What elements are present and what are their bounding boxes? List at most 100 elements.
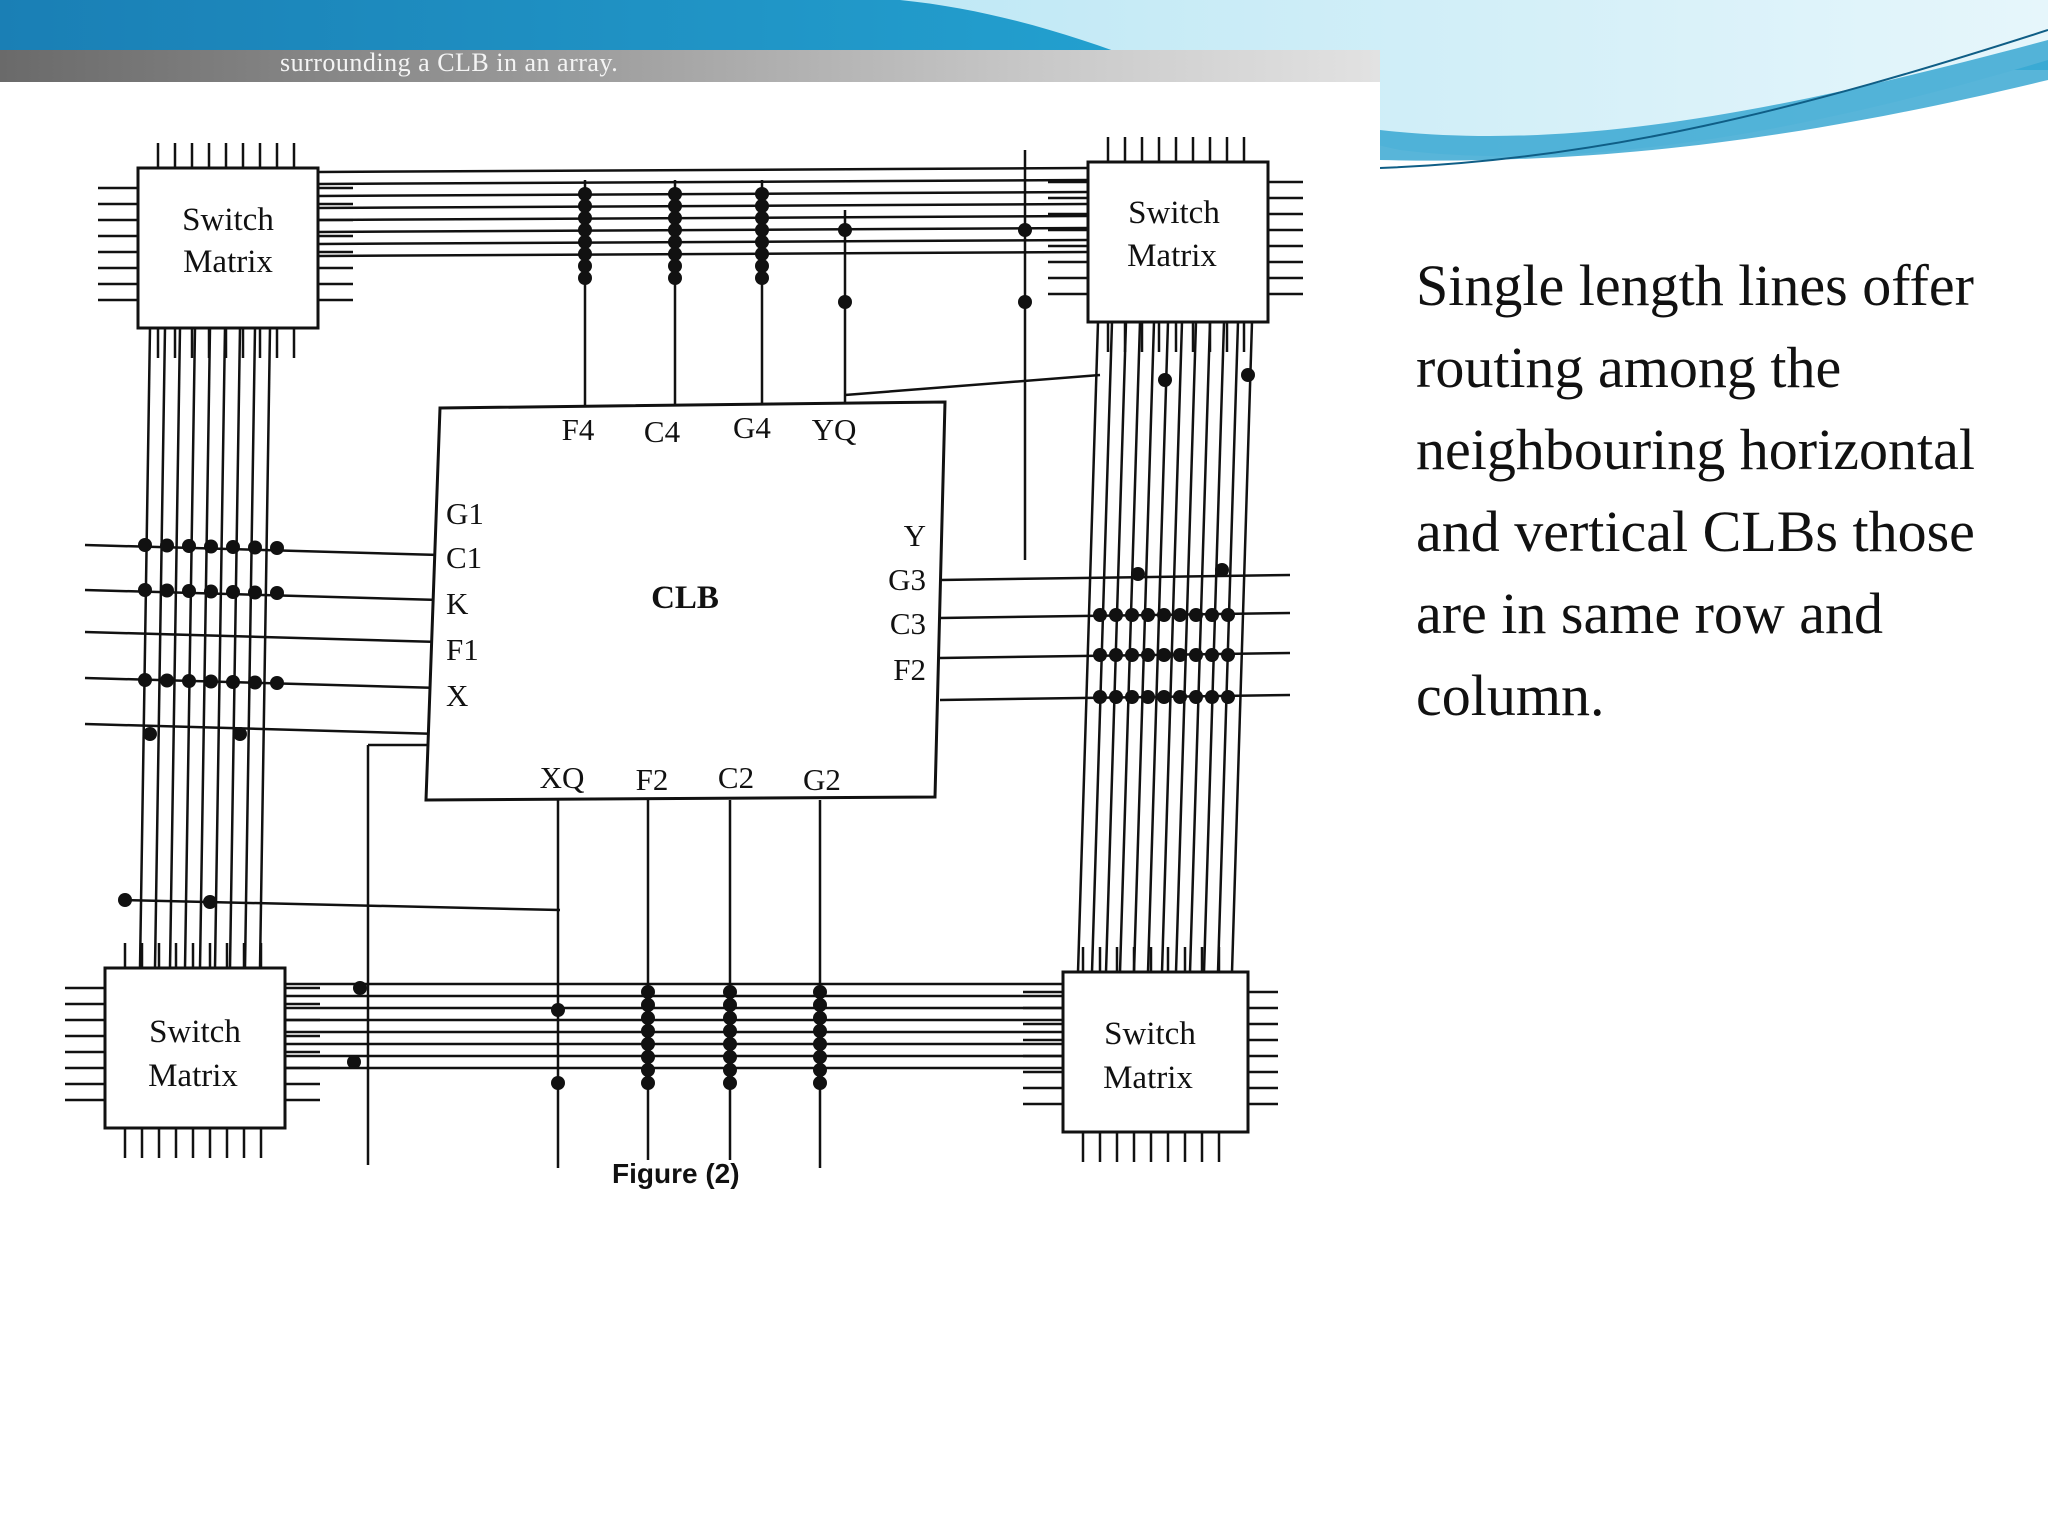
programmable-interconnect-point <box>1189 608 1203 622</box>
vertical-single-line <box>1146 321 1170 973</box>
pin-label: F2 <box>893 652 926 687</box>
programmable-interconnect-point <box>1173 690 1187 704</box>
programmable-interconnect-point <box>578 247 592 261</box>
programmable-interconnect-point <box>1173 648 1187 662</box>
routing-figure: surrounding a CLB in an array. Switch Ma… <box>0 48 1380 1230</box>
programmable-interconnect-point <box>1109 608 1123 622</box>
vertical-single-line <box>1230 321 1254 973</box>
programmable-interconnect-point <box>1158 373 1172 387</box>
programmable-interconnect-point <box>641 1063 655 1077</box>
programmable-interconnect-point <box>578 235 592 249</box>
programmable-interconnect-point <box>248 540 262 555</box>
switch-matrix-label: Switch <box>1104 1016 1196 1052</box>
horizontal-single-line <box>317 202 1089 210</box>
programmable-interconnect-point <box>270 586 284 600</box>
programmable-interconnect-point <box>1221 608 1235 622</box>
programmable-interconnect-point <box>755 187 769 201</box>
clb-pin-line <box>84 722 441 736</box>
switch-matrix-label: Switch <box>1128 195 1220 231</box>
programmable-interconnect-point <box>755 235 769 249</box>
programmable-interconnect-point <box>1205 608 1219 622</box>
switch-matrix-label: Matrix <box>183 244 273 280</box>
programmable-interconnect-point <box>723 1024 737 1038</box>
vertical-single-line <box>1160 321 1184 973</box>
clb-pins-right: Y G3 C3 F2 <box>888 518 926 687</box>
programmable-interconnect-point <box>1109 690 1123 704</box>
pin-label: X <box>446 678 468 713</box>
programmable-interconnect-point <box>1189 648 1203 662</box>
programmable-interconnect-point <box>138 583 152 597</box>
programmable-interconnect-point <box>813 1024 827 1038</box>
programmable-interconnect-point <box>182 674 196 688</box>
programmable-interconnect-point <box>578 211 592 225</box>
pin-label: F4 <box>562 412 595 447</box>
programmable-interconnect-point <box>138 673 152 687</box>
pin-label: C2 <box>718 760 754 795</box>
switch-matrix-label: Switch <box>182 202 274 238</box>
programmable-interconnect-point <box>1093 608 1107 622</box>
long-line <box>844 373 1101 397</box>
pin-label: F1 <box>446 632 479 667</box>
long-line <box>119 898 561 912</box>
vertical-single-line <box>1202 321 1226 973</box>
programmable-interconnect-point <box>668 223 682 237</box>
switch-matrix-label: Matrix <box>1103 1060 1193 1096</box>
switch-matrix-label: Matrix <box>1127 238 1217 274</box>
vertical-single-line <box>213 327 227 969</box>
switch-matrix-label: Matrix <box>148 1058 238 1094</box>
vertical-single-line <box>138 327 152 969</box>
programmable-interconnect-point <box>1125 648 1139 662</box>
programmable-interconnect-point <box>813 985 827 999</box>
vertical-single-line <box>1090 321 1114 973</box>
programmable-interconnect-point <box>270 541 284 555</box>
pin-label: C4 <box>644 414 681 449</box>
programmable-interconnect-point <box>1157 690 1171 704</box>
clb-pins-top: F4 C4 G4 YQ <box>562 410 857 449</box>
programmable-interconnect-point <box>1157 608 1171 622</box>
switch-matrix-label: Switch <box>149 1014 241 1050</box>
clb-pins-bottom: XQ F2 C2 G2 <box>540 760 841 797</box>
figure-label: Figure (2) <box>612 1158 740 1189</box>
programmable-interconnect-point <box>723 1037 737 1051</box>
clb-pin-line <box>84 630 441 644</box>
programmable-interconnect-point <box>813 998 827 1012</box>
programmable-interconnect-point <box>723 998 737 1012</box>
programmable-interconnect-point <box>551 1076 565 1090</box>
programmable-interconnect-point <box>1241 368 1255 382</box>
programmable-interconnect-point <box>668 235 682 249</box>
switch-matrix-bottom-right: Switch Matrix <box>1061 970 1250 1134</box>
routing-diagram: Switch Matrix Switch Matrix Switch Matri… <box>65 137 1303 1168</box>
vertical-single-line <box>1216 321 1240 973</box>
header-banner <box>0 0 2048 169</box>
programmable-interconnect-point <box>578 259 592 273</box>
programmable-interconnect-point <box>668 199 682 213</box>
programmable-interconnect-point <box>204 539 218 554</box>
programmable-interconnect-point <box>723 1011 737 1025</box>
programmable-interconnect-point <box>248 585 262 600</box>
programmable-interconnect-point <box>578 271 592 285</box>
horizontal-single-line <box>317 250 1089 258</box>
programmable-interconnect-point <box>1221 690 1235 704</box>
programmable-interconnect-point <box>1093 648 1107 662</box>
vertical-single-line <box>1188 321 1212 973</box>
programmable-interconnect-point <box>226 585 240 599</box>
programmable-interconnect-point <box>813 1050 827 1064</box>
caption-strip: surrounding a CLB in an array. <box>0 48 1380 82</box>
programmable-interconnect-point <box>755 247 769 261</box>
pin-label: K <box>446 586 469 621</box>
programmable-interconnect-point <box>723 1076 737 1090</box>
horizontal-single-line <box>317 166 1089 174</box>
programmable-interconnect-point <box>641 1050 655 1064</box>
pin-label: C1 <box>446 540 482 575</box>
programmable-interconnect-point <box>668 211 682 225</box>
horizontal-single-line <box>317 178 1089 186</box>
clb-pin-line <box>939 573 1291 582</box>
pin-label: C3 <box>890 606 926 641</box>
programmable-interconnect-point <box>641 985 655 999</box>
pin-label: G4 <box>733 410 771 445</box>
programmable-interconnect-point <box>723 985 737 999</box>
programmable-interconnect-point <box>1109 648 1123 662</box>
programmable-interconnect-point <box>641 1037 655 1051</box>
programmable-interconnect-point <box>641 1024 655 1038</box>
pin-label: F2 <box>636 762 669 797</box>
